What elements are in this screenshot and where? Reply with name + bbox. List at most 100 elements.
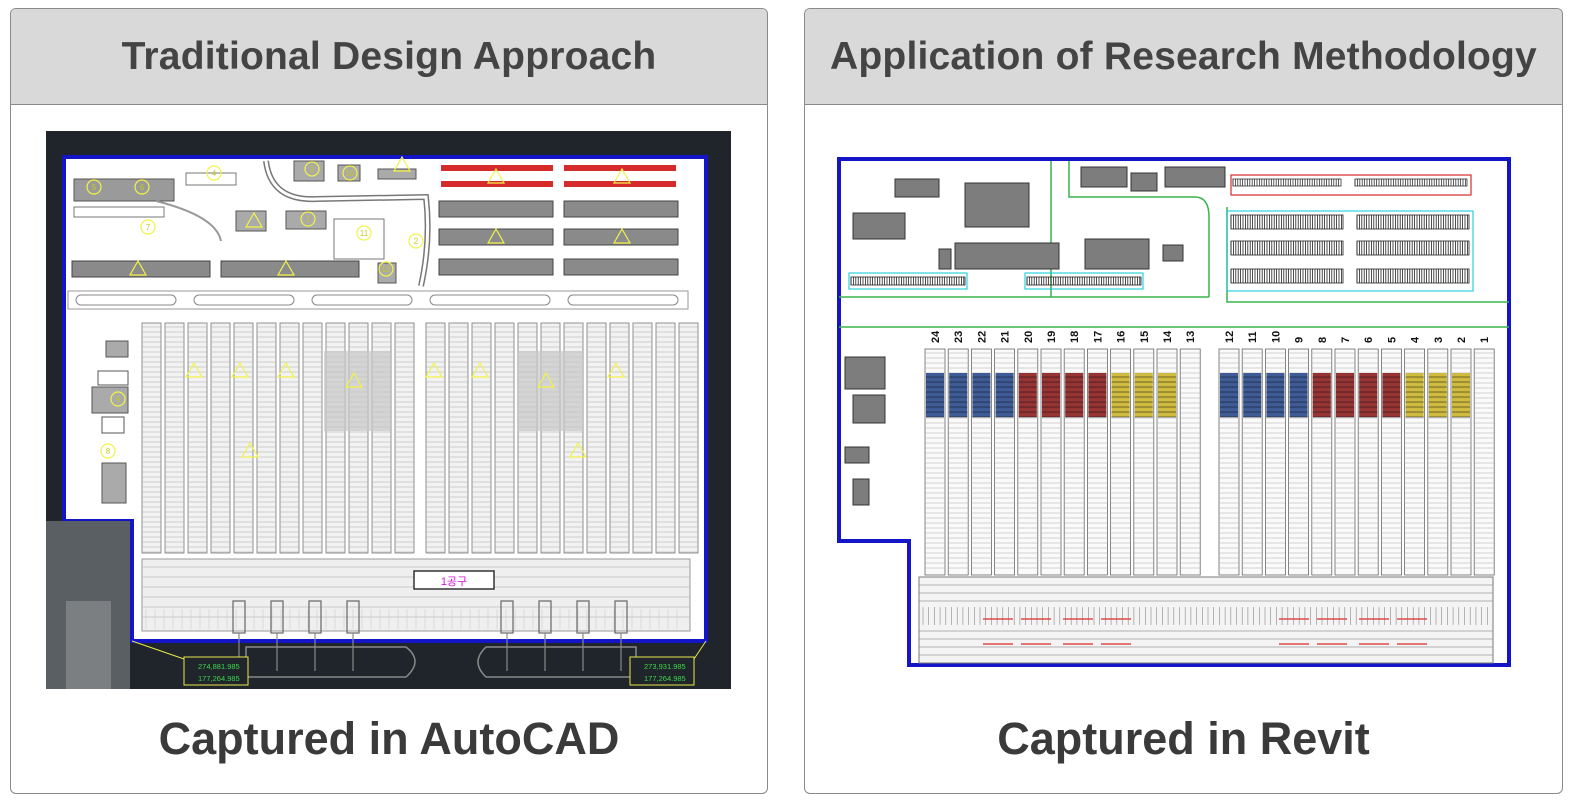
cad-building: [377, 168, 417, 180]
revit-colored-stack: [1452, 373, 1470, 417]
revit-colored-stack: [1042, 373, 1060, 417]
revit-lane-number: 18: [1069, 331, 1081, 343]
revit-lane-number: 23: [953, 331, 965, 343]
cad-marker-triangle: [276, 361, 296, 378]
cad-building: [293, 160, 325, 182]
revit-building: [1080, 166, 1128, 188]
cad-block-column: [187, 322, 208, 554]
revit-caption: Captured in Revit: [997, 713, 1370, 764]
cad-marker-circle: [356, 225, 372, 241]
revit-building: [844, 446, 870, 464]
cad-zone-tag: [413, 570, 495, 590]
revit-building: [894, 178, 940, 198]
revit-lane-number: 1: [1479, 337, 1491, 343]
cad-coordinate-right-2: 177,264.985: [644, 674, 686, 683]
cad-block-column: [164, 322, 185, 554]
autocad-drawing: 1공구 274,881.985 177,264.985 273,931.985 …: [46, 131, 731, 689]
revit-colored-stack: [1266, 373, 1285, 417]
cad-marker-number: 5: [92, 183, 97, 192]
revit-colored-stack: [1405, 373, 1424, 417]
cad-shaded-block: [518, 351, 584, 431]
cad-marker-number: 3: [310, 165, 315, 174]
revit-yard-outline: [1024, 272, 1144, 290]
cad-building: [101, 416, 125, 434]
cad-container-blocks: [141, 322, 699, 554]
revit-colored-stack: [1428, 373, 1447, 417]
revit-lane-number: 6: [1363, 337, 1375, 343]
autocad-caption: Captured in AutoCAD: [158, 713, 620, 764]
cad-marker-number: 10: [346, 169, 355, 178]
revit-colored-stack: [1336, 373, 1354, 417]
cad-marker-triangle: [244, 211, 264, 228]
revit-colored-stack: [1382, 373, 1401, 417]
revit-top-yards: [848, 174, 1474, 292]
cad-marker-circle: [206, 165, 222, 181]
cad-reefer-row: [564, 165, 676, 171]
cad-road-lane: [75, 294, 177, 306]
revit-colored-stack: [1134, 373, 1153, 417]
revit-colored-stack: [926, 373, 944, 417]
cad-marker-circle: [408, 233, 424, 249]
adjacent-building: [66, 601, 111, 689]
revit-lane-number: 22: [976, 331, 988, 343]
revit-apron-lines: [919, 584, 1493, 656]
revit-lane-number: 24: [930, 330, 942, 343]
cad-reefer-row: [564, 181, 676, 187]
revit-colored-stack: [1289, 373, 1308, 417]
cad-container-row: [563, 228, 679, 246]
cad-road-lane: [193, 294, 295, 306]
cad-shaded-block: [324, 351, 390, 431]
autocad-panel-header: Traditional Design Approach: [11, 9, 767, 105]
cad-block-column: [448, 322, 469, 554]
cad-marker-triangle: [344, 371, 364, 388]
revit-lane-number: 14: [1162, 330, 1174, 343]
cad-block-column: [678, 322, 699, 554]
cad-marker-number: 4: [212, 169, 217, 178]
revit-building: [938, 248, 952, 270]
cad-marker-circle: [140, 219, 156, 235]
cad-coordinate-right-1: 273,931.985: [644, 662, 686, 671]
revit-colored-stack: [949, 373, 968, 417]
revit-lane-number: 20: [1023, 331, 1035, 343]
cad-marker-number: 11: [360, 229, 369, 238]
revit-panel-header: Application of Research Methodology: [805, 9, 1562, 105]
cad-building: [333, 218, 385, 260]
cad-marker-circle: [342, 165, 358, 181]
cad-marker-number: 8: [106, 447, 111, 456]
revit-colored-stack: [1359, 373, 1378, 417]
cad-marker-number: 9: [116, 395, 121, 404]
cad-block-column: [494, 322, 515, 554]
revit-lane-number: 9: [1294, 337, 1306, 343]
cad-marker-circle: [86, 179, 102, 195]
cad-leader-line: [131, 640, 185, 660]
revit-lane-number: 19: [1046, 331, 1058, 343]
cad-coordinate-box-right: [629, 656, 695, 686]
revit-block-column: [1179, 348, 1201, 576]
cad-building: [377, 262, 397, 284]
revit-building: [1164, 166, 1226, 188]
revit-building: [1130, 172, 1158, 192]
revit-lane-number: 21: [1000, 331, 1012, 343]
revit-buildings: [844, 166, 1226, 506]
cad-block-column: [233, 322, 254, 554]
revit-lane-number: 15: [1139, 331, 1151, 343]
cad-leader-line: [693, 640, 707, 660]
cad-marker-triangle: [184, 361, 204, 378]
revit-panel: Application of Research Methodology: [804, 8, 1563, 794]
revit-colored-stack: [1220, 373, 1238, 417]
autocad-panel: Traditional Design Approach: [10, 8, 768, 794]
revit-lane-number: 13: [1185, 331, 1197, 343]
cad-road-lane: [567, 294, 679, 306]
cad-block-column: [425, 322, 446, 554]
revit-lane-number: 3: [1433, 337, 1445, 343]
cad-gate-road: [67, 290, 689, 310]
cad-container-row: [563, 200, 679, 218]
cad-block-column: [302, 322, 323, 554]
autocad-drawing-svg: 1공구 274,881.985 177,264.985 273,931.985 …: [46, 131, 731, 689]
cad-coordinate-left-1: 274,881.985: [198, 662, 240, 671]
revit-yard-outline: [848, 272, 968, 290]
cad-marker-circle: [100, 443, 116, 459]
